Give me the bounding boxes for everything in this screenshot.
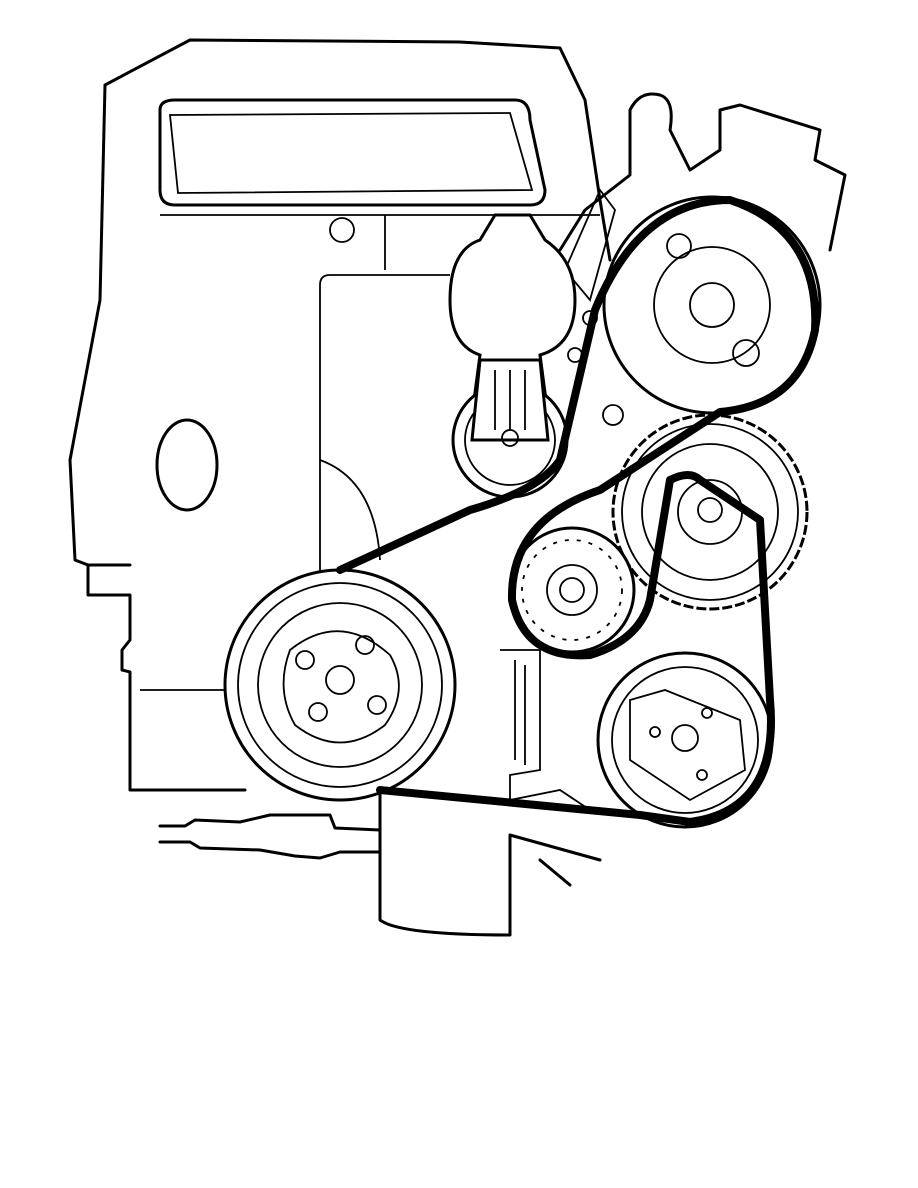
engine-block [68, 38, 612, 937]
alternator-pulley [602, 195, 822, 415]
drive-belt [336, 196, 820, 826]
tensioner-assembly [448, 213, 577, 499]
crankshaft-pulley [223, 568, 457, 802]
power-steering-pulley [611, 413, 809, 611]
